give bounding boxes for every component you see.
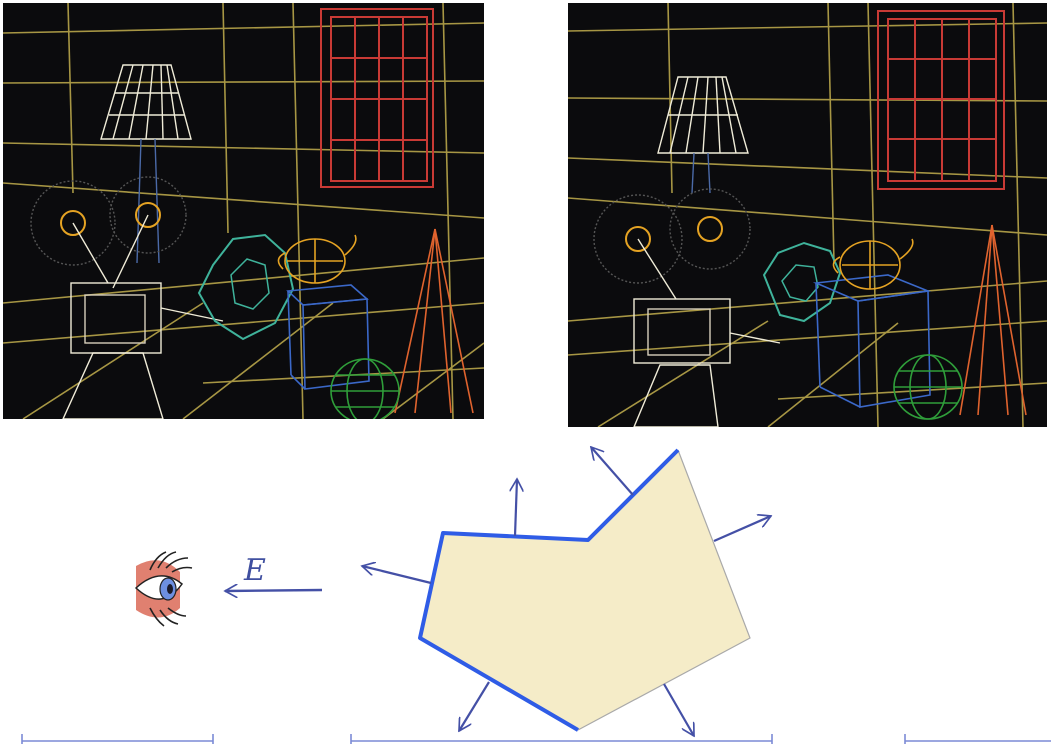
- eye-vector-arrow: [225, 590, 323, 591]
- lamp-wireframe: [100, 64, 192, 264]
- torus-wireframe: [197, 233, 295, 341]
- sphere-wireframe: [893, 354, 963, 420]
- front-edges: [418, 448, 680, 732]
- normal-arrow-bottom-left: [458, 681, 490, 731]
- lamp-wireframe: [657, 76, 749, 194]
- window-wireframe: [877, 10, 1005, 190]
- box-wireframe: [812, 274, 932, 408]
- eye-icon: [134, 551, 193, 627]
- wireframe-scene-right: [568, 3, 1047, 427]
- cone-wireframe: [394, 228, 474, 414]
- back-edges: [577, 449, 751, 731]
- projector-wireframe: [30, 176, 224, 419]
- sphere-wireframe: [330, 358, 400, 419]
- cone-wireframe: [959, 224, 1027, 416]
- normal-arrow-top: [515, 479, 517, 537]
- normal-arrow-bottom-right: [663, 683, 695, 736]
- wireframe-scene-right-drawing: [568, 3, 1047, 427]
- teapot-wireframe: [832, 238, 914, 290]
- wireframe-scene-left-drawing: [3, 3, 484, 419]
- room-grid: [3, 3, 484, 419]
- projector-wireframe: [593, 188, 781, 427]
- normal-arrow-upper-edge: [591, 447, 634, 496]
- slide-baseline: [21, 734, 1051, 744]
- normal-arrow-right: [713, 516, 771, 543]
- box-wireframe: [286, 284, 370, 390]
- wireframe-scene-left: [3, 3, 484, 419]
- normal-arrow-left: [362, 566, 432, 585]
- window-wireframe: [320, 8, 434, 188]
- eye-vector-label: E: [244, 553, 266, 588]
- teapot-wireframe: [277, 234, 357, 284]
- surface-normals: [362, 447, 771, 736]
- torus-wireframe: [762, 241, 842, 323]
- polygon-face: [420, 450, 750, 730]
- room-grid: [568, 3, 1047, 427]
